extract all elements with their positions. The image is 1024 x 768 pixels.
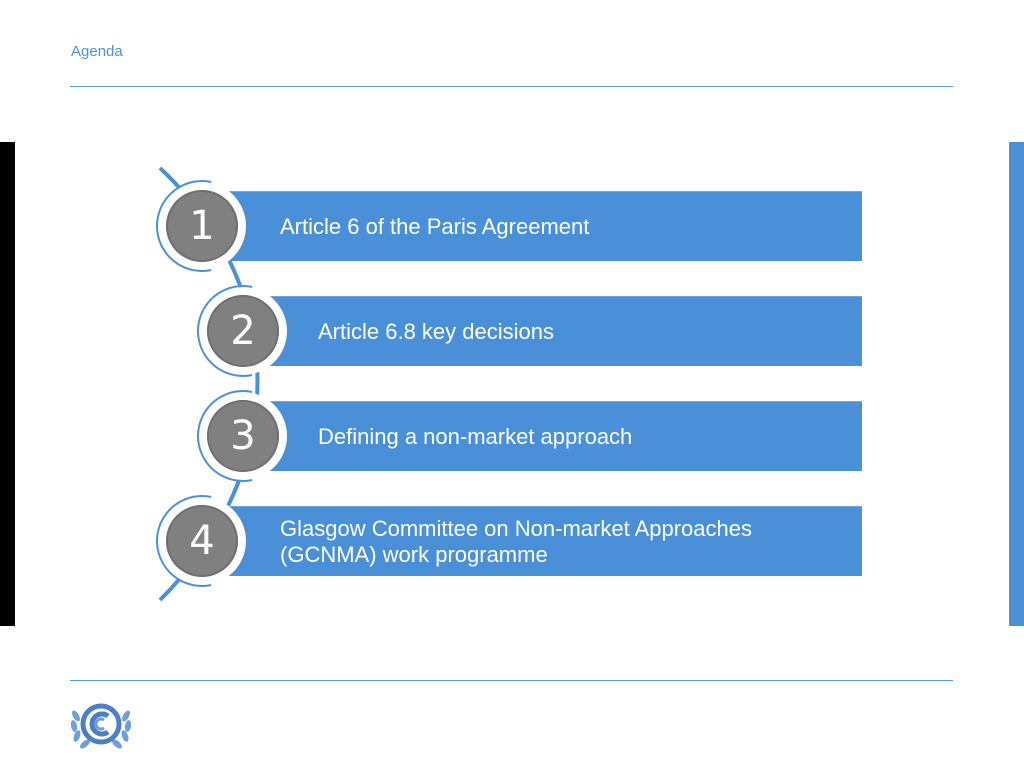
- agenda-item-3: Defining a non-market approach: [262, 401, 862, 471]
- agenda-item-label: Article 6 of the Paris Agreement: [280, 213, 590, 239]
- agenda-number-badge-2: 2: [197, 285, 287, 377]
- footer-divider: [70, 680, 953, 681]
- agenda-item-label: Article 6.8 key decisions: [318, 318, 554, 344]
- unfccc-logo-icon: [70, 703, 132, 749]
- right-accent-bar: [1009, 142, 1024, 626]
- header-divider: [70, 86, 953, 87]
- page-title: Agenda: [71, 43, 123, 60]
- agenda-item-2: Article 6.8 key decisions: [262, 296, 862, 366]
- agenda-number-badge-1: 1: [156, 180, 246, 272]
- left-accent-bar: [0, 142, 15, 626]
- agenda-number-badge-4: 4: [156, 495, 246, 587]
- agenda-item-label: Defining a non-market approach: [318, 423, 633, 449]
- agenda-item-1: Article 6 of the Paris Agreement: [224, 191, 862, 261]
- agenda-item-label: Glasgow Committee on Non-market Approach…: [280, 515, 752, 567]
- agenda-item-4: Glasgow Committee on Non-market Approach…: [224, 506, 862, 576]
- agenda-number-badge-3: 3: [197, 390, 287, 482]
